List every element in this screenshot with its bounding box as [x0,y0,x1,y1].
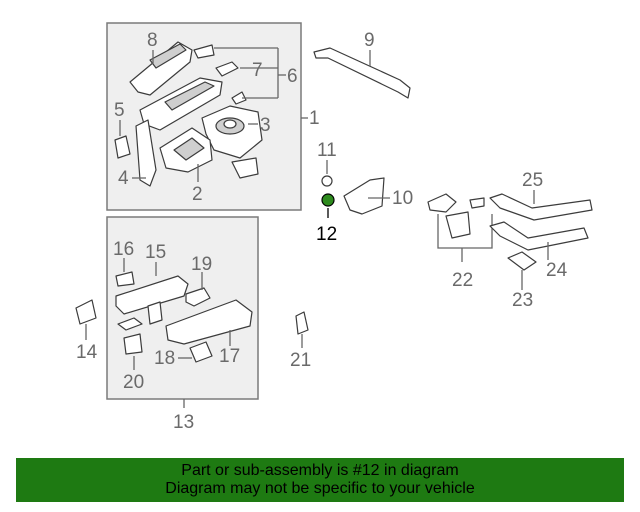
part-box13-plate [117,317,143,331]
callout-16: 16 [113,239,134,260]
part-15-member [115,275,189,315]
callout-20: 20 [123,372,144,393]
callout-2: 2 [192,184,203,205]
callout-25: 25 [522,170,543,191]
part-7-bracket-upper [193,44,215,59]
callout-23: 23 [512,290,533,311]
part-5-gusset [114,135,131,159]
leader-22 [437,214,493,262]
callout-9: 9 [364,30,375,51]
callout-21: 21 [290,350,311,371]
part-2-mount [231,157,259,179]
part-23-plate [507,251,537,271]
leader-7 [214,47,279,99]
part-7-bracket-lower [215,61,239,77]
callout-3: 3 [260,115,271,136]
callout-17: 17 [219,346,240,367]
part-10-bracket [343,177,385,215]
part-8-rail [129,41,193,96]
callout-6: 6 [287,66,298,87]
callout-18: 18 [154,348,175,369]
banner-line-disclaimer: Diagram may not be specific to your vehi… [165,480,475,497]
part-20-block [123,333,143,355]
part-4-pillar [135,119,157,187]
part-22-bracket-b [445,211,471,239]
part-18-plate [189,341,213,363]
part-12-highlighted [321,193,335,218]
part-22-bracket-a [427,193,457,213]
part-16-bracket [115,271,135,287]
part-3-tower [201,105,263,159]
part-19-bracket [185,287,211,307]
part-11-nut [321,175,333,187]
part-2-apron [159,127,213,173]
callout-22: 22 [452,270,473,291]
callout-1: 1 [309,108,320,129]
part-21-clip [295,311,309,335]
banner-line-part: Part or sub-assembly is #12 in diagram [181,462,459,479]
part-9-bar [313,47,411,99]
info-banner: Part or sub-assembly is #12 in diagram D… [16,458,624,502]
callout-8: 8 [147,30,158,51]
part-7-clip [231,91,247,105]
callout-19: 19 [191,254,212,275]
part-25-sill [489,193,593,221]
callout-13: 13 [173,412,194,433]
part-box13-gusset [147,301,163,325]
callout-11: 11 [317,140,337,161]
part-14-bracket [75,299,97,325]
callout-12-highlighted: 12 [316,224,337,245]
part-22-clip [469,197,485,209]
callout-15: 15 [145,242,166,263]
callout-5: 5 [114,100,125,121]
callout-14: 14 [76,342,98,363]
part-24-rail [489,221,589,251]
part-17-frame [165,299,253,345]
callout-4: 4 [118,168,129,189]
callout-7: 7 [252,60,263,81]
callout-24: 24 [546,260,568,281]
callout-10: 10 [392,188,413,209]
